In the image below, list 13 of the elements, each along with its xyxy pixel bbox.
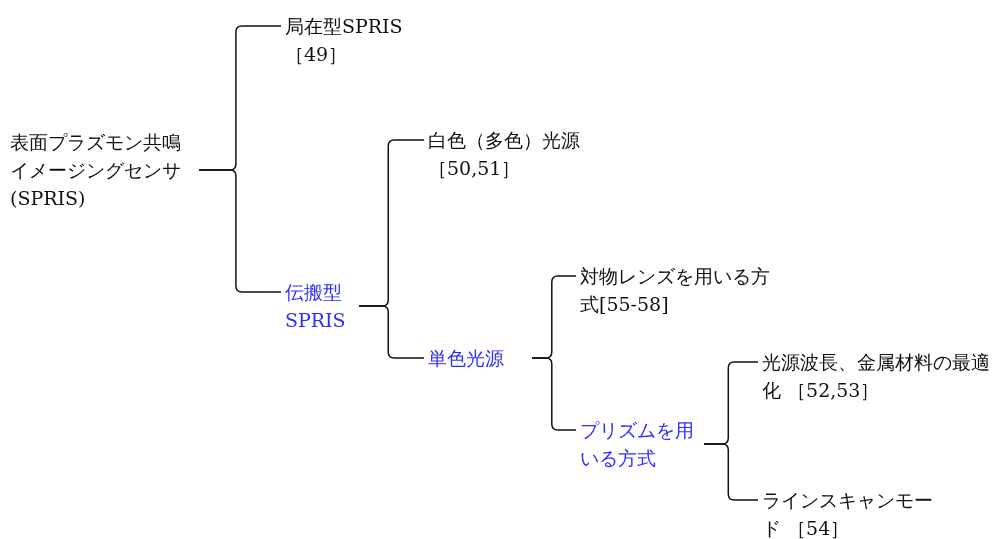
bracket-connector xyxy=(531,357,577,431)
bracket-connector xyxy=(198,169,282,293)
node-label: 表面プラズモン共鳴イメージングセンサ(SPRIS) xyxy=(10,130,182,211)
node-label: 単色光源 xyxy=(428,346,505,371)
node-label: 局在型SPRIS ［49］ xyxy=(285,14,404,67)
node-label: 対物レンズを用いる方式[55-58] xyxy=(580,264,770,317)
node-label: プリズムを用いる方式 xyxy=(580,418,695,471)
node-label: 白色（多色）光源［50,51］ xyxy=(428,128,581,181)
node-label: ラインスキャンモード ［54］ xyxy=(762,488,934,539)
bracket-connector xyxy=(703,443,759,501)
node-label: 光源波長、金属材料の最適化 ［52,53］ xyxy=(762,350,991,403)
bracket-connector xyxy=(358,305,425,359)
node-label: 伝搬型SPRIS xyxy=(285,280,347,333)
